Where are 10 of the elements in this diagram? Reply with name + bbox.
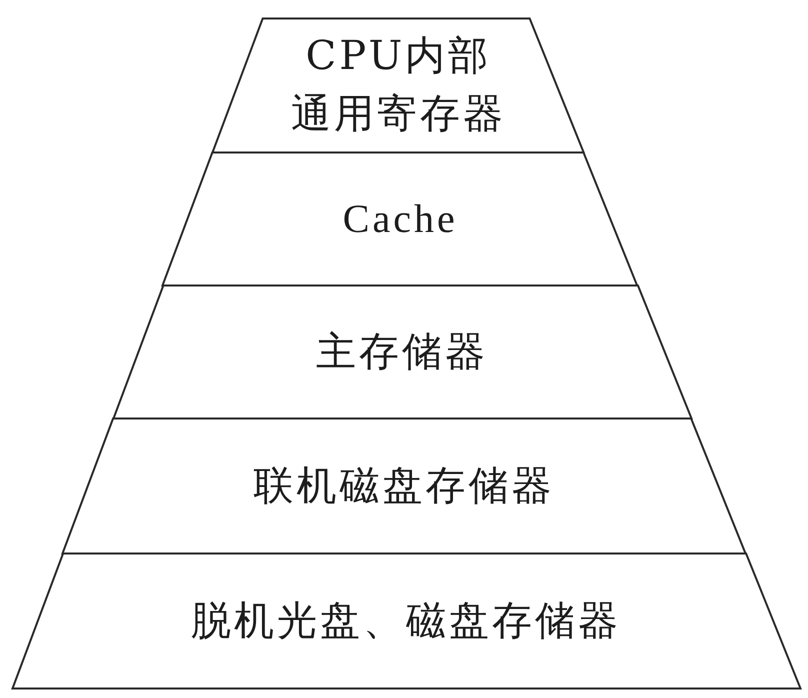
tier-label: 联机磁盘存储器: [254, 462, 555, 510]
pyramid-tier: [10, 552, 802, 690]
tier-label: 脱机光盘、磁盘存储器: [191, 596, 621, 644]
pyramid-tier: [112, 284, 693, 420]
pyramid-tier: [161, 150, 640, 286]
tier-label: 主存储器: [316, 328, 488, 376]
pyramid-tier: [61, 416, 748, 554]
tier-label: Cache: [342, 194, 458, 242]
pyramid-tier: [211, 16, 586, 154]
tier-label: CPU内部通用寄存器: [290, 32, 507, 139]
